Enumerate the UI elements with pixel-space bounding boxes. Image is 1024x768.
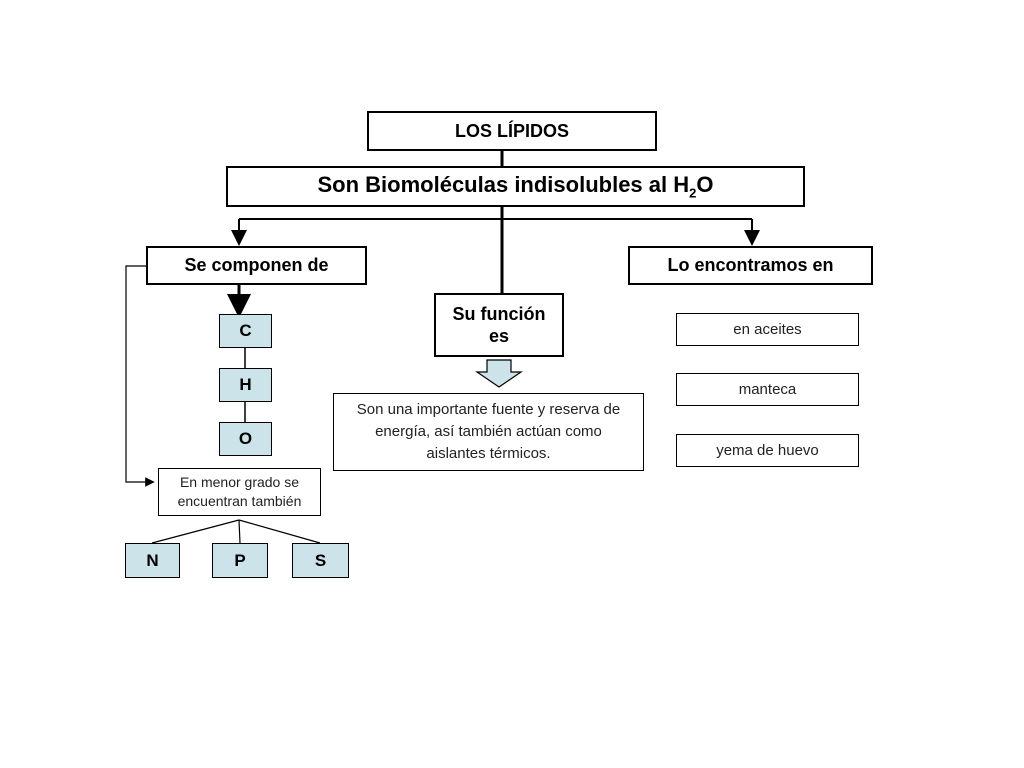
found-in-item: en aceites xyxy=(733,320,802,338)
element-n: N xyxy=(125,543,180,578)
function-down-arrow xyxy=(475,359,523,388)
function-description: Son una importante fuente y reserva de e… xyxy=(356,401,621,462)
composition-heading: Se componen de xyxy=(184,255,329,275)
composition-heading-box: Se componen de xyxy=(146,246,367,285)
definition-text: Son Biomoléculas indisolubles al H2O xyxy=(317,172,714,201)
found-in-item-box: manteca xyxy=(676,373,859,406)
found-in-item: manteca xyxy=(738,380,797,398)
title-text: LOS LÍPIDOS xyxy=(454,120,569,141)
found-in-heading-box: Lo encontramos en xyxy=(628,246,873,285)
function-heading: Su función es xyxy=(452,304,546,346)
minor-bracket xyxy=(125,265,155,487)
element-h: H xyxy=(219,368,272,402)
element-o: O xyxy=(219,422,272,456)
function-description-box: Son una importante fuente y reserva de e… xyxy=(333,393,644,471)
found-in-item-box: yema de huevo xyxy=(676,434,859,467)
title-box: LOS LÍPIDOS xyxy=(367,111,657,151)
element-s: S xyxy=(292,543,349,578)
fan-n xyxy=(151,519,240,544)
fan-s xyxy=(238,519,321,544)
found-in-item-box: en aceites xyxy=(676,313,859,346)
definition-box: Son Biomoléculas indisolubles al H2O xyxy=(226,166,805,207)
found-in-item: yema de huevo xyxy=(716,441,819,459)
found-in-heading: Lo encontramos en xyxy=(667,255,834,275)
element-c: C xyxy=(219,314,272,348)
minor-label-box: En menor grado se encuentran también xyxy=(158,468,321,516)
minor-label: En menor grado se encuentran también xyxy=(177,474,302,509)
fan-p xyxy=(238,519,241,544)
element-p: P xyxy=(212,543,268,578)
function-heading-box: Su función es xyxy=(434,293,564,357)
